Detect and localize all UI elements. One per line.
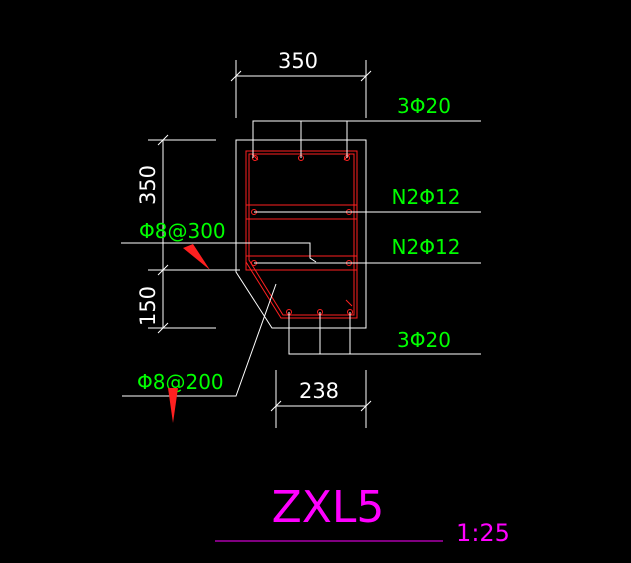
stirrup-lower-label: Φ8@200	[137, 370, 224, 394]
left-dimension	[148, 134, 240, 334]
concrete-section-outline	[235, 139, 367, 329]
top-dimension	[230, 60, 372, 118]
top-width-label: 350	[278, 49, 318, 73]
top-bars-label: 3Φ20	[397, 94, 451, 118]
bottom-width-label: 238	[299, 379, 339, 403]
bottom-dimension	[270, 370, 372, 428]
arrow-marker-upper	[183, 244, 210, 270]
scale-label: 1:25	[456, 519, 510, 547]
stirrup-hooks	[251, 153, 353, 307]
leader-lines	[121, 120, 481, 397]
inner-stirrup	[248, 153, 355, 316]
rebar-dots	[251, 155, 353, 315]
upper-height-label: 350	[136, 165, 160, 205]
lower-height-label: 150	[136, 286, 160, 326]
side-bars-upper-label: N2Φ12	[392, 185, 461, 209]
arrow-marker-lower	[168, 388, 178, 423]
section-title: ZXL5	[272, 482, 385, 533]
bottom-bars-label: 3Φ20	[397, 328, 451, 352]
side-bars-lower-label: N2Φ12	[392, 235, 461, 259]
stirrup-group	[245, 150, 358, 319]
stirrup-upper-label: Φ8@300	[139, 219, 226, 243]
outer-stirrup	[245, 150, 358, 319]
